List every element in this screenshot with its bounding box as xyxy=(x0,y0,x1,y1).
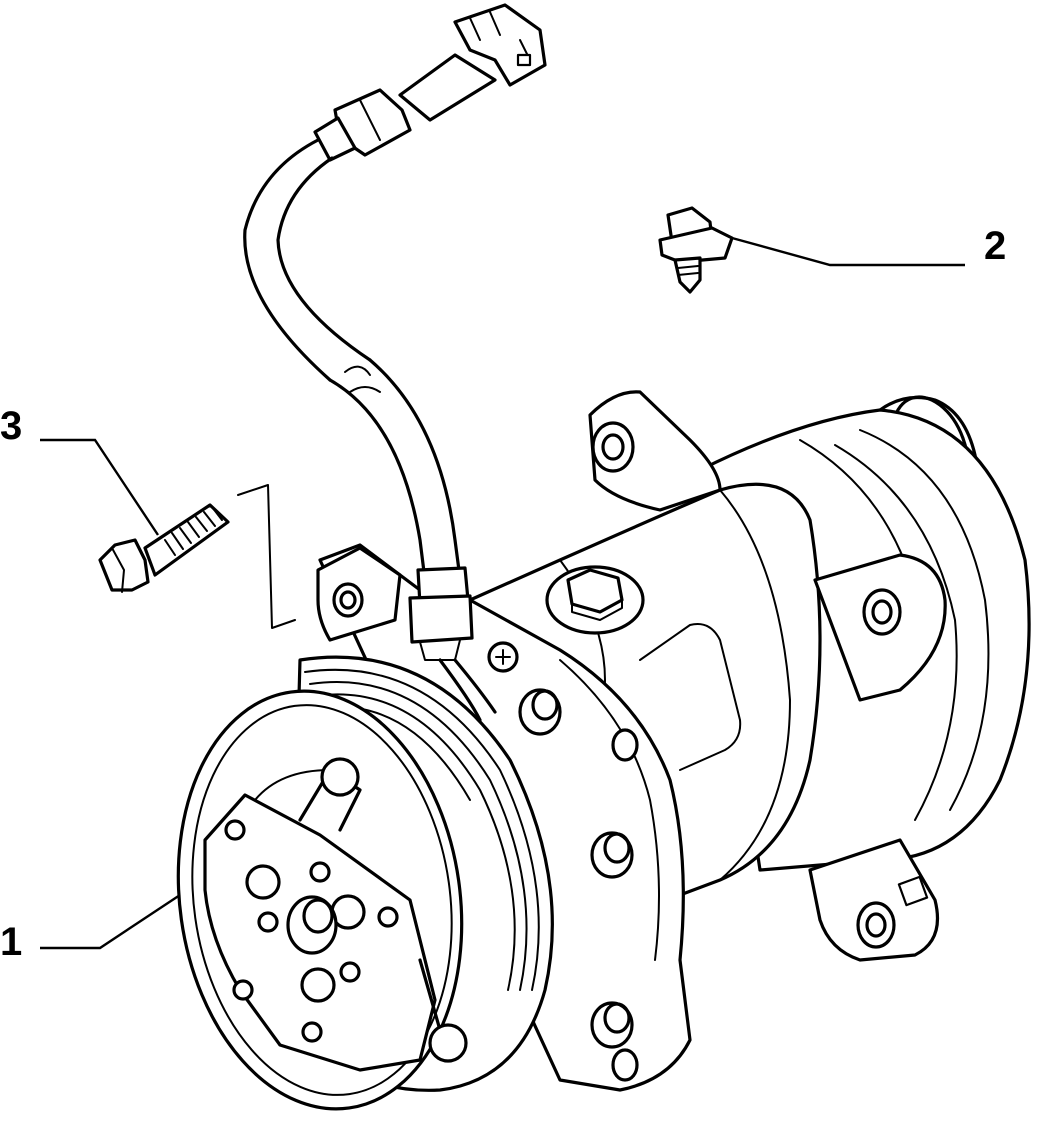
leader-2 xyxy=(731,236,965,267)
bolt xyxy=(98,484,296,629)
callout-label-3: 3 xyxy=(0,404,23,448)
flange-bolt-right xyxy=(590,831,634,879)
leader-lines xyxy=(40,236,965,950)
callout-label-1: 1 xyxy=(0,920,23,964)
leader-3 xyxy=(40,438,160,536)
flange-bolt-top xyxy=(518,688,562,736)
callout-label-2: 2 xyxy=(984,224,1007,268)
clutch-pulley xyxy=(176,655,554,1111)
flange-bolt-bottom xyxy=(590,1001,634,1049)
clip xyxy=(658,206,734,294)
pressure-switch-hose xyxy=(243,3,547,722)
leader-1 xyxy=(40,893,181,950)
